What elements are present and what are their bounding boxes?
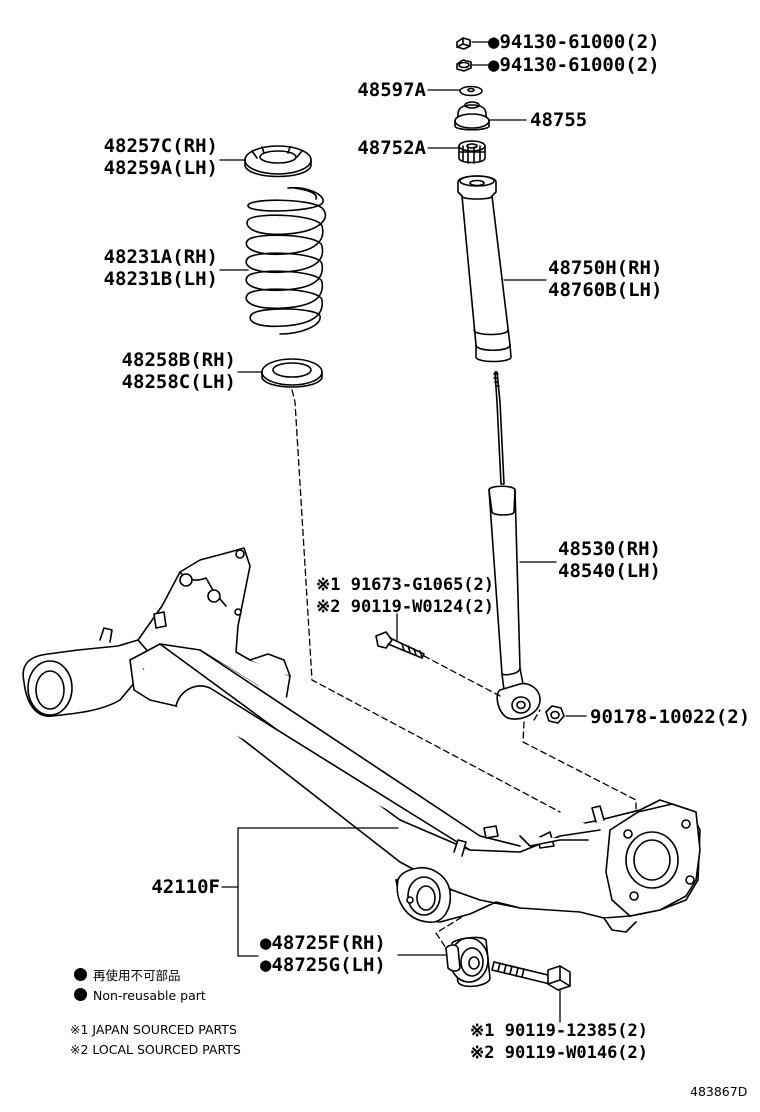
diagram-id: 483867D [690,1084,748,1099]
legend-en: Non-reusable part [74,988,206,1004]
label-axle: 42110F [151,876,220,898]
label-48597a: 48597A [357,79,426,101]
support-cushion-icon [454,101,490,131]
label-bushing-rh: ●48725F(RH) [260,932,386,954]
axle-beam-icon [22,547,701,933]
note-local: ※2 LOCAL SOURCED PARTS [70,1042,241,1057]
label-upper-seat-lh: 48259A(LH) [103,157,218,179]
washer-icon [459,85,483,97]
label-lower-seat-rh: 48258B(RH) [121,349,236,371]
support-icon [458,140,486,164]
label-shock-rh: 48530(RH) [558,538,661,560]
label-nut-2: ●94130-61000(2) [488,54,660,76]
lower-spring-seat-icon [261,358,323,388]
label-bolt-lower-1: ※1 90119-12385(2) [470,1021,649,1041]
shock-absorber-icon [488,371,541,720]
label-lower-seat-lh: 48258C(LH) [121,371,236,393]
bullet-icon [74,988,87,1001]
axle-bushing-icon [445,936,491,988]
label-boot-rh: 48750H(RH) [548,257,663,279]
label-48752a: 48752A [357,137,426,159]
nut-upper-icon [456,37,471,50]
upper-spring-seat-icon [244,145,312,178]
shock-nut-icon [545,705,565,724]
note-japan: ※1 JAPAN SOURCED PARTS [70,1022,237,1037]
label-shock-lh: 48540(LH) [558,560,661,582]
bullet-icon [74,968,87,981]
bushing-bolt-icon [491,961,571,991]
label-bolt-upper-1: ※1 91673-G1065(2) [316,575,495,595]
label-spring-lh: 48231B(LH) [103,268,218,290]
label-upper-seat-rh: 48257C(RH) [103,135,218,157]
label-nut-1: ●94130-61000(2) [488,31,660,53]
label-nut-lower: 90178-10022(2) [590,706,751,728]
label-bushing-lh: ●48725G(LH) [260,954,386,976]
shock-bolt-icon [375,631,425,659]
label-bolt-lower-2: ※2 90119-W0146(2) [470,1043,649,1063]
dust-boot-icon [457,175,512,363]
coil-spring-icon [245,186,327,335]
label-spring-rh: 48231A(RH) [103,246,218,268]
label-bolt-upper-2: ※2 90119-W0124(2) [316,597,495,617]
nut-lower-icon [456,59,472,72]
label-48755: 48755 [530,109,588,131]
label-boot-lh: 48760B(LH) [548,279,663,301]
legend-jp: 再使用不可部品 [74,968,181,984]
